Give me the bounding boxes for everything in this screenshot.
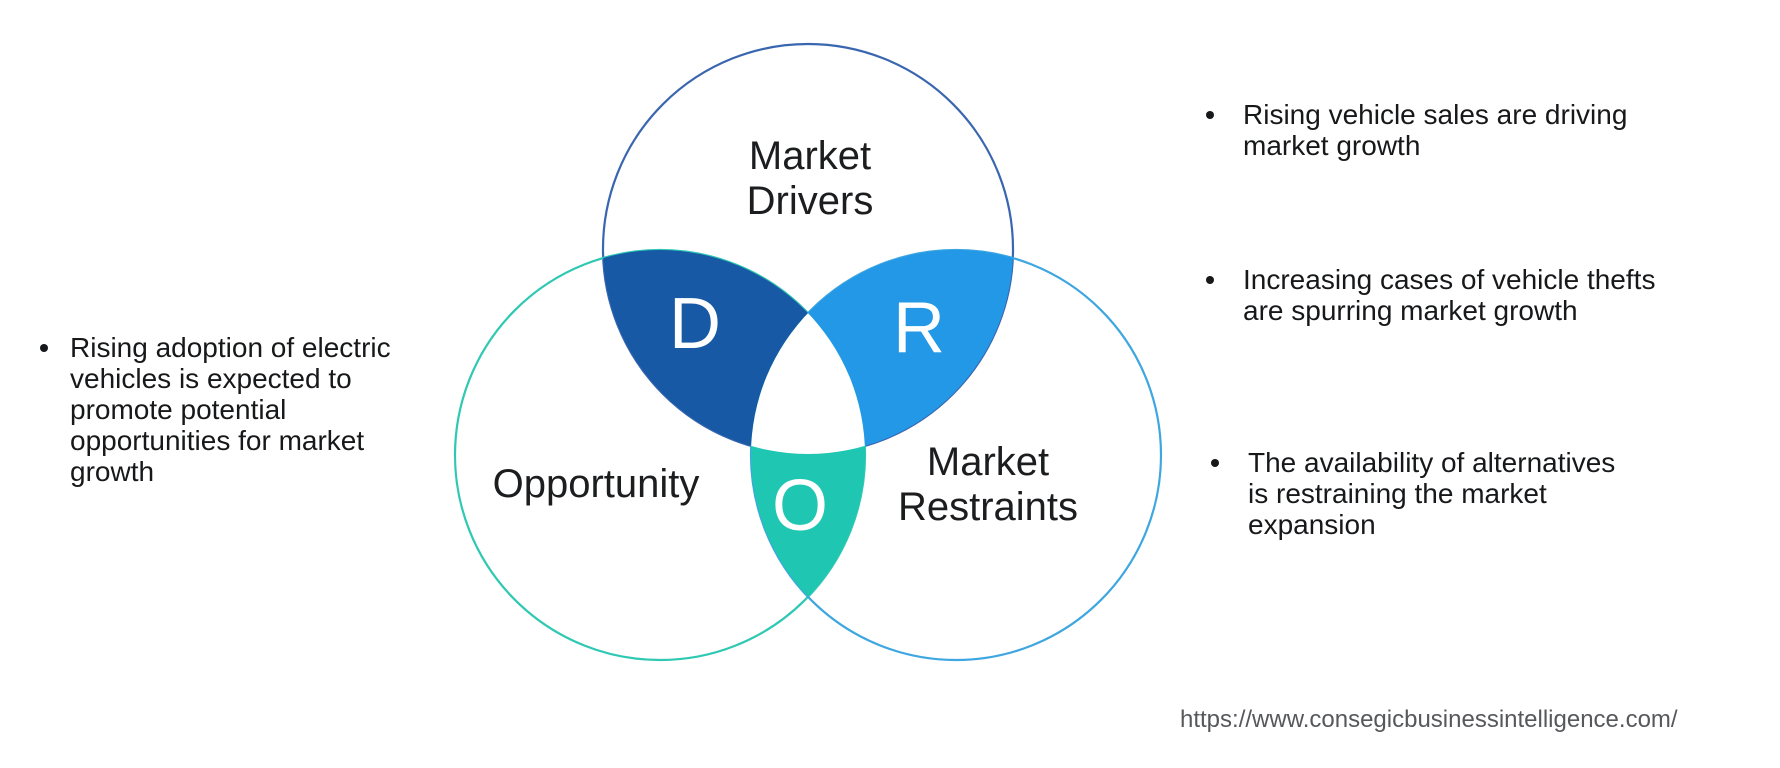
bullet-line: market growth [1243,130,1421,161]
opportunity-label: Opportunity [493,462,700,506]
right-bullet-driver-1: Rising vehicle sales are driving market … [1206,99,1627,161]
restraints-label-line1: Market [927,440,1049,484]
bullet-line: vehicles is expected to [70,363,352,394]
letter-d: D [669,284,721,364]
bullet-line: growth [70,456,155,487]
right-bullet-restraint: The availability of alternatives is rest… [1211,447,1615,540]
right-bullet-text: Rising vehicle sales are driving market … [1243,99,1627,161]
left-bullet-opportunity: Rising adoption of electric vehicles is … [40,332,391,487]
bullet-line: The availability of alternatives [1248,447,1616,478]
left-bullet-text: Rising adoption of electric vehicles is … [70,332,391,487]
restraints-label-line2: Restraints [898,485,1078,529]
bullet-line: is restraining the market [1248,478,1547,509]
right-bullet-driver-2: Increasing cases of vehicle thefts are s… [1206,264,1655,326]
bullet-line: promote potential [70,394,287,425]
right-bullet-text: Increasing cases of vehicle thefts are s… [1243,264,1655,326]
drivers-opportunity-overlap [603,250,865,454]
bullet-line: Increasing cases of vehicle thefts [1243,264,1656,295]
drivers-restraints-overlap [751,250,1013,454]
bullet-line: Rising adoption of electric [70,332,391,363]
letter-r: R [893,288,945,368]
bullet-dot [1206,111,1214,119]
letter-o: O [772,466,828,546]
bullet-dot [1206,276,1214,284]
drivers-label-line1: Market [749,134,871,178]
bullet-line: opportunities for market [70,425,365,456]
bullet-line: expansion [1248,509,1376,540]
drivers-label-line2: Drivers [747,179,874,223]
source-url: https://www.consegicbusinessintelligence… [1180,706,1678,733]
bullet-line: are spurring market growth [1243,295,1578,326]
bullet-dot [40,344,48,352]
bullet-dot [1211,459,1219,467]
bullet-line: Rising vehicle sales are driving [1243,99,1628,130]
right-bullet-text: The availability of alternatives is rest… [1248,447,1615,540]
